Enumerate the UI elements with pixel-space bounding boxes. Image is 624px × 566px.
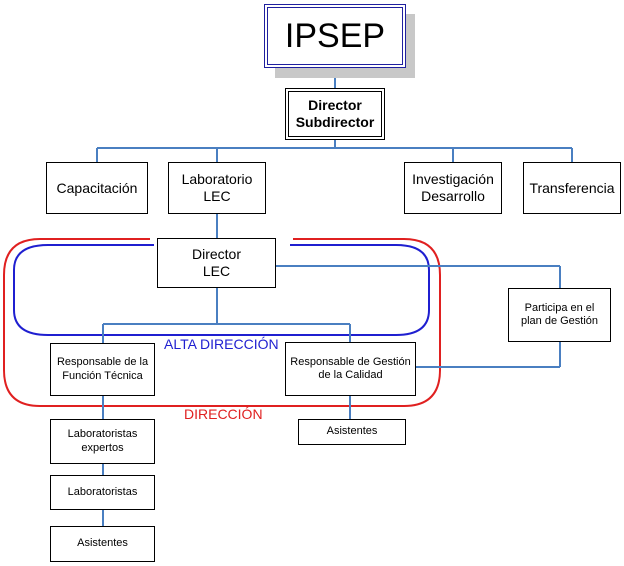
asistentes-left-label: Asistentes <box>77 537 128 550</box>
funcion-tecnica-label: Función Técnica <box>62 369 143 382</box>
director-lec-sub-label: LEC <box>202 263 231 279</box>
transferencia-label: Transferencia <box>529 179 615 196</box>
asistentes-right-box: Asistentes <box>298 419 406 445</box>
responsable-calidad-label: Responsable de Gestión <box>290 355 411 368</box>
laboratorio-lec-label: LEC <box>203 188 231 204</box>
transferencia-box: Transferencia <box>523 162 621 214</box>
director-lec-label: Director <box>191 246 241 263</box>
asistentes-right-label: Asistentes <box>326 425 378 438</box>
alta-direccion-label: ALTA DIRECCIÓN <box>164 336 279 352</box>
calidad-label: de la Calidad <box>318 369 383 381</box>
laboratoristas-box: Laboratoristas <box>50 475 155 510</box>
director-label: Director <box>308 97 362 114</box>
expertos-label: expertos <box>81 441 124 454</box>
laboratorio-label: Laboratorio <box>181 171 253 188</box>
responsable-calidad-box: Responsable de Gestión de la Calidad <box>285 342 416 396</box>
direccion-label: DIRECCIÓN <box>184 406 263 422</box>
investigacion-label: Investigación <box>412 171 494 188</box>
investigacion-box: Investigación Desarrollo <box>404 162 502 214</box>
direccion-frame <box>3 238 441 407</box>
participa-label: Participa en el <box>524 301 595 314</box>
capacitacion-label: Capacitación <box>56 179 138 196</box>
ipsep-box: IPSEP <box>264 4 406 68</box>
laboratoristas-expertos-label: Laboratoristas <box>67 428 138 441</box>
asistentes-left-box: Asistentes <box>50 526 155 562</box>
subdirector-label: Subdirector <box>295 114 375 130</box>
laboratorio-box: Laboratorio LEC <box>168 162 266 214</box>
director-subdirector-box: Director Subdirector <box>285 88 385 140</box>
responsable-tecnica-label: Responsable de la <box>56 356 149 369</box>
laboratoristas-expertos-box: Laboratoristas expertos <box>50 419 155 464</box>
ipsep-label: IPSEP <box>284 16 386 55</box>
alta-direccion-frame <box>13 244 430 336</box>
laboratoristas-label: Laboratoristas <box>67 485 138 498</box>
participa-box: Participa en el plan de Gestión <box>508 288 611 342</box>
desarrollo-label: Desarrollo <box>421 188 485 204</box>
plan-gestion-label: plan de Gestión <box>520 315 599 327</box>
responsable-tecnica-box: Responsable de la Función Técnica <box>50 343 155 396</box>
director-lec-box: Director LEC <box>157 238 276 288</box>
capacitacion-box: Capacitación <box>46 162 148 214</box>
